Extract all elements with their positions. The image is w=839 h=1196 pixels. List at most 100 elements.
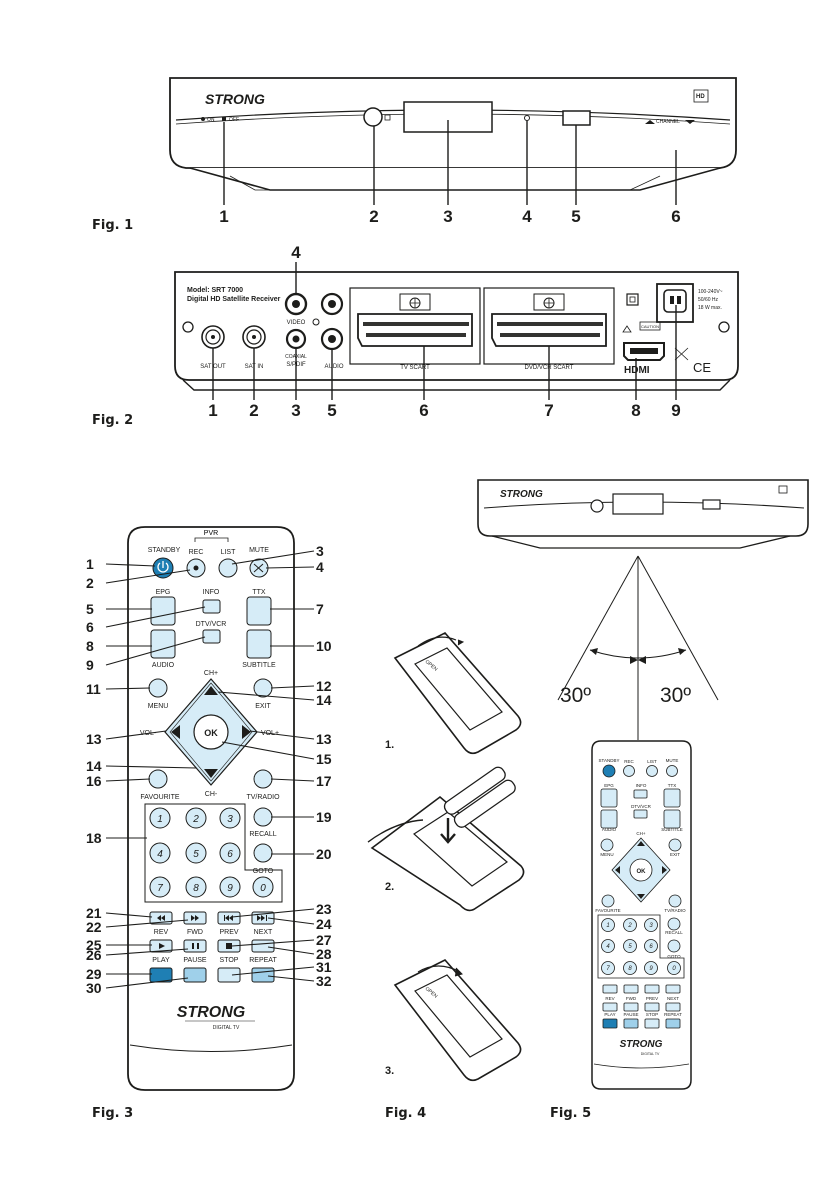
goto-button <box>253 843 273 863</box>
fig5-angle-right: 30º <box>660 684 691 707</box>
fig3-callout-17: 17 <box>316 773 332 789</box>
svg-text:FAVOURITE: FAVOURITE <box>140 794 179 801</box>
fig5-angle-left: 30º <box>560 684 591 707</box>
favourite-button <box>148 769 168 789</box>
digit-7: 7 <box>157 883 163 894</box>
fig3-callout-29: 29 <box>86 966 102 982</box>
fig1-callout-6: 6 <box>671 207 680 226</box>
svg-text:LIST: LIST <box>221 549 237 556</box>
digit-8: 8 <box>193 883 199 894</box>
svg-text:DIGITAL TV: DIGITAL TV <box>641 1052 660 1056</box>
digit-2: 2 <box>192 814 199 825</box>
digit-9: 9 <box>227 883 233 894</box>
svg-text:MUTE: MUTE <box>249 547 269 554</box>
fig3-digital-tv: DIGITAL TV <box>213 1025 240 1031</box>
svg-text:FWD: FWD <box>626 996 637 1001</box>
svg-text:FWD: FWD <box>187 929 203 936</box>
digit-1: 1 <box>157 814 163 825</box>
fig3-callout-13-left: 13 <box>86 731 102 747</box>
fig3-callout-14-left: 14 <box>86 758 102 774</box>
fig1-channel-label: CHANNEL <box>656 119 680 125</box>
svg-text:EXIT: EXIT <box>255 703 271 710</box>
fig1-hd-badge <box>693 89 709 103</box>
fig4-step2-remote <box>367 766 525 912</box>
fig1-callout-2: 2 <box>369 207 378 226</box>
fig1-callout-3: 3 <box>443 207 452 226</box>
svg-text:INFO: INFO <box>636 783 647 788</box>
svg-text:3: 3 <box>649 923 653 929</box>
color-key-1 <box>149 967 173 983</box>
fig2-model-line2: Digital HD Satellite Receiver <box>187 296 281 303</box>
fig1-callout-4: 4 <box>522 207 532 226</box>
fig2-caution-label: CAUTION <box>641 324 659 329</box>
svg-text:CH+: CH+ <box>204 670 218 677</box>
fig2-callout-9: 9 <box>671 401 680 420</box>
fig1-caption: Fig. 1 <box>92 218 134 233</box>
fig4-step-1: 1. <box>385 739 394 751</box>
fig3-callout-32: 32 <box>316 973 332 989</box>
svg-text:TV/RADIO: TV/RADIO <box>664 908 686 913</box>
svg-text:OK: OK <box>637 869 647 875</box>
fig2-model-line1: Model: SRT 7000 <box>187 287 243 294</box>
svg-text:HD: HD <box>696 94 705 100</box>
svg-text:FAVOURITE: FAVOURITE <box>595 908 620 913</box>
svg-text:STANDBY: STANDBY <box>599 758 620 763</box>
fig3-callout-2: 2 <box>86 575 94 591</box>
svg-text:TTX: TTX <box>252 589 266 596</box>
svg-text:7: 7 <box>606 966 610 972</box>
fig1-standby-led <box>524 115 530 121</box>
battery-1 <box>443 766 506 815</box>
fig4-step3-remote: OPEN <box>393 959 522 1082</box>
fig4-step-3: 3. <box>385 1065 394 1077</box>
svg-text:PAUSE: PAUSE <box>183 957 207 964</box>
svg-text:NEXT: NEXT <box>254 929 273 936</box>
vol-up-arrow <box>242 725 251 739</box>
fig3-callout-4: 4 <box>316 559 324 575</box>
svg-text:MUTE: MUTE <box>666 758 679 763</box>
ttx-button <box>246 596 272 626</box>
fig3-callout-10: 10 <box>316 638 332 654</box>
fig2-power-line2: 50/60 Hz <box>698 297 719 303</box>
fig1-callout-1: 1 <box>219 207 228 226</box>
epg-button <box>150 596 176 626</box>
vol-down-arrow <box>171 725 180 739</box>
svg-text:RECALL: RECALL <box>249 831 276 838</box>
fig2-dvd-scart <box>491 313 607 347</box>
fig3-callout-1: 1 <box>86 556 94 572</box>
fig3-callout-12: 12 <box>316 678 332 694</box>
fig5-caption: Fig. 5 <box>550 1106 592 1121</box>
fig3-brand-logo: STRONG <box>177 1004 245 1021</box>
svg-text:LIST: LIST <box>647 759 657 764</box>
ch-up-arrow <box>204 686 218 695</box>
svg-text:PREV: PREV <box>646 996 658 1001</box>
fig1-brand-logo: STRONG <box>205 91 265 107</box>
fig2-callout-2: 2 <box>249 401 258 420</box>
svg-text:TV/RADIO: TV/RADIO <box>246 794 280 801</box>
svg-text:RECALL: RECALL <box>665 930 683 935</box>
fig2-tv-scart-label: TV SCART <box>400 365 430 371</box>
fig3-callout-19: 19 <box>316 809 332 825</box>
exit-button <box>253 678 273 698</box>
svg-text:GOTO: GOTO <box>667 954 681 959</box>
svg-text:8: 8 <box>628 966 632 972</box>
svg-text:MENU: MENU <box>600 852 613 857</box>
fig3-callout-31: 31 <box>316 959 332 975</box>
fig3-callout-3: 3 <box>316 543 324 559</box>
fig1-on-label: ON <box>207 117 215 123</box>
fig3-callout-7: 7 <box>316 601 324 617</box>
svg-text:5: 5 <box>628 944 632 950</box>
fig3-callout-22: 22 <box>86 919 102 935</box>
svg-text:2: 2 <box>627 923 632 929</box>
fig4-step-2: 2. <box>385 881 394 893</box>
svg-text:0: 0 <box>672 966 676 972</box>
svg-text:AUDIO: AUDIO <box>152 662 175 669</box>
svg-text:GOTO: GOTO <box>253 868 274 875</box>
fig3-remote: PVR STANDBY REC LIST MUTE EPG INFO TTX D… <box>86 526 332 1091</box>
fig1-front-panel: STRONG ON OFF CHANNEL HD 1 2 3 4 5 6 <box>169 77 737 226</box>
fig3-callout-20: 20 <box>316 846 332 862</box>
svg-text:TTX: TTX <box>668 783 677 788</box>
fig3-callout-27: 27 <box>316 932 332 948</box>
fig3-callout-14-right: 14 <box>316 692 332 708</box>
fig3-callout-26: 26 <box>86 947 102 963</box>
svg-text:PLAY: PLAY <box>604 1012 615 1017</box>
